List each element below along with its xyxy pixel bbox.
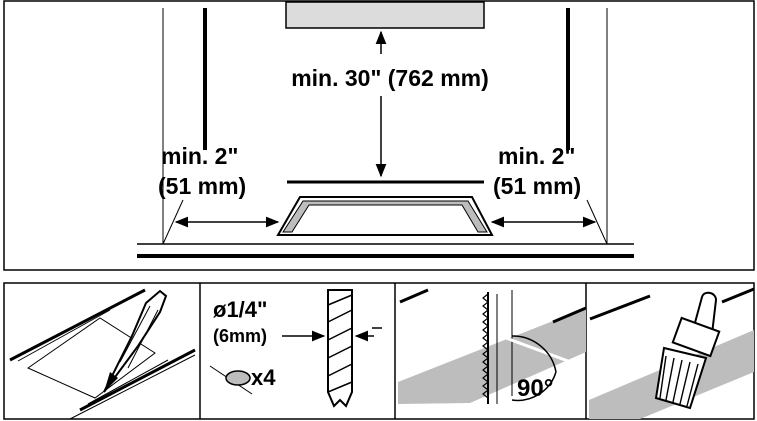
right-clearance-label-2: (51 mm): [493, 173, 581, 199]
step-drill-holes: ø1/4" (6mm) x4: [209, 289, 382, 408]
paint-brush-icon: [654, 291, 721, 410]
counter-back-edge: [399, 288, 429, 304]
counter-back-line: [589, 294, 651, 321]
cutout-outline: [276, 196, 494, 236]
marking-line-1: [17, 309, 111, 362]
jigsaw-blade-icon: [482, 292, 498, 404]
counter-edge-line: [69, 354, 196, 420]
cutout-bevel: [282, 200, 488, 233]
right-guide-line: [586, 199, 608, 245]
upper-cabinet-bottom: [285, 1, 485, 29]
angle-ray: [505, 336, 577, 366]
drill-size-metric-label: (6mm): [213, 326, 267, 346]
countertop-section: [398, 308, 586, 404]
hole-count-label: x4: [251, 365, 276, 390]
drill-size-label: ø1/4": [213, 297, 267, 322]
counter-edge-front: [79, 348, 196, 412]
angle-label: 90°: [517, 375, 553, 402]
drilled-hole-icon: [225, 370, 251, 386]
drill-bit-icon: [327, 289, 353, 408]
installation-steps: ø1/4" (6mm) x4: [3, 282, 755, 420]
left-clearance-label-2: (51 mm): [158, 173, 246, 199]
left-guide-line: [162, 199, 184, 245]
counter-edge-back: [9, 288, 146, 362]
cutout-marking: [26, 317, 156, 399]
angle-arc-lower: [511, 371, 557, 402]
counter-back-edge-right: [552, 306, 587, 324]
top-clearance-label: min. 30" (762 mm): [291, 65, 489, 91]
angle-arc: [511, 335, 557, 373]
cutout-clearance-panel: min. 30" (762 mm) min. 2" (51 mm) min. 2…: [3, 0, 755, 271]
left-clearance-label-1: min. 2": [161, 143, 238, 169]
right-clearance-label-1: min. 2": [498, 143, 575, 169]
step-apply-sealant: [589, 287, 755, 419]
step-saw-cut: 90°: [398, 288, 587, 404]
step-mark-cutout: [9, 288, 196, 420]
pencil-icon: [103, 289, 168, 393]
counter-back-line-right: [721, 287, 755, 304]
marking-line-2: [87, 359, 169, 405]
